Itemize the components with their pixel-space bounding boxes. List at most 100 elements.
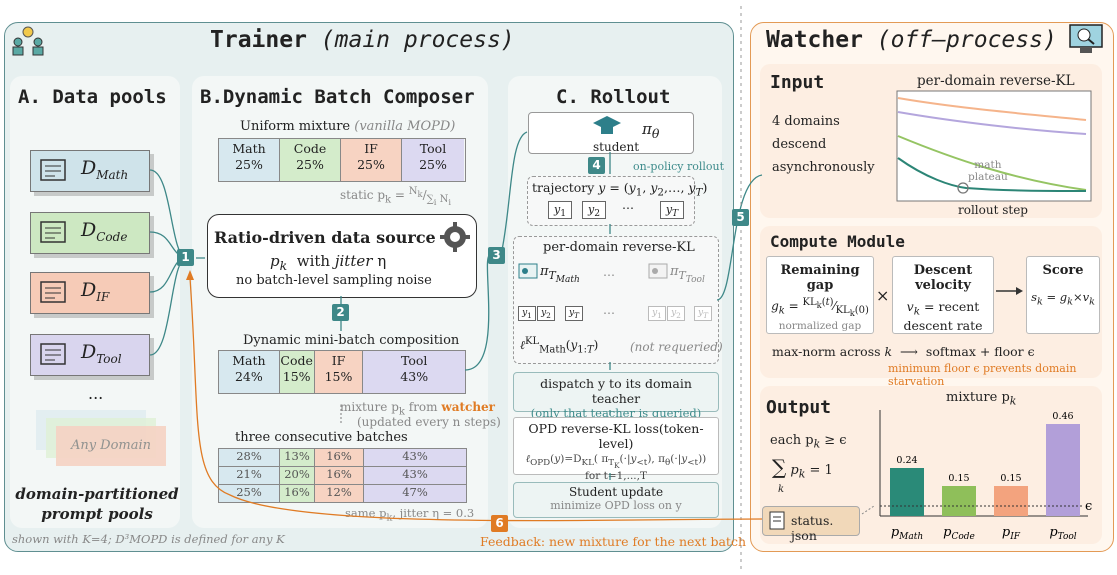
mix-bar-2 xyxy=(994,486,1028,516)
step-5-badge: 5 xyxy=(732,209,749,226)
step-3-badge: 3 xyxy=(488,247,505,264)
kl-series-line xyxy=(897,97,1087,121)
gap-formula: gk = KLk(t)⁄KLk(0) xyxy=(771,297,869,319)
kl-token-T: yT xyxy=(565,306,583,321)
pool-code: DCode xyxy=(30,212,150,254)
batch-cell: 13% xyxy=(280,449,315,466)
batch-row: 25%16%12%47% xyxy=(218,484,467,503)
batch-cell: 16% xyxy=(315,467,364,484)
score-formula: sk = gk×vk xyxy=(1031,290,1095,308)
token-y2: y2 xyxy=(582,201,606,219)
pool-math: DMath xyxy=(30,150,150,192)
not-requeried-label: (not requeried) xyxy=(630,340,723,354)
status-json-label: status. json xyxy=(791,513,834,543)
mix-category-label: pMath xyxy=(891,525,923,540)
pool-icon xyxy=(40,159,66,181)
mix-bar-1 xyxy=(942,486,976,516)
gap-title: Remaining gap xyxy=(780,263,860,293)
step-6-badge: 6 xyxy=(491,515,508,532)
batch-row: 21%20%16%43% xyxy=(218,466,467,485)
batch-cell: 43% xyxy=(364,449,466,466)
batch-cell: 20% xyxy=(280,467,315,484)
kl-math-formula: ℓKLMath(y1:T) xyxy=(520,336,599,356)
pool-icon xyxy=(40,281,66,303)
mix-category-label: pTool xyxy=(1049,525,1076,540)
plateau-marker xyxy=(957,182,969,194)
student-label: student xyxy=(593,140,640,154)
pool-label: DTool xyxy=(81,341,122,366)
token-ellipsis: ⋯ xyxy=(622,201,634,215)
kl-series-line xyxy=(897,111,1087,135)
pool-label: DIF xyxy=(81,279,110,304)
batch-cell: 21% xyxy=(219,467,280,484)
batch-cell: 25% xyxy=(219,485,280,502)
pools-ellipsis: ... xyxy=(88,384,104,403)
kl-series-line xyxy=(897,135,1087,191)
score-title: Score xyxy=(1042,263,1084,278)
update-sub: minimize OPD loss on y xyxy=(550,499,682,512)
batch-row: 28%13%16%43% xyxy=(218,448,467,467)
kl-chart-title: per-domain reverse-KL xyxy=(917,73,1075,89)
opd-formula: ℓOPD(y)=DKL( πTK(·|y<t), πθ(·|y<t)) xyxy=(525,453,707,470)
watcher-title: Watcher (off–process) xyxy=(766,27,1057,53)
batch-cell: 12% xyxy=(315,485,364,502)
status-json-file[interactable]: status. json xyxy=(762,506,860,543)
dispatch-line-1: dispatch y to its domain teacher xyxy=(540,376,692,406)
floor-epsilon-label: ϵ xyxy=(1085,499,1092,514)
kl-series-line xyxy=(897,157,1087,192)
score-box: Score sk = gk×vk xyxy=(1026,256,1100,334)
input-title: Input xyxy=(770,72,825,93)
kl-token-1: y1 xyxy=(518,306,536,321)
opd-for: for t=1,...,T xyxy=(585,469,647,482)
footer-note: shown with K=4; D³MOPD is defined for an… xyxy=(12,532,285,546)
mix-bar-0 xyxy=(890,468,924,516)
dynamic-title: Dynamic mini-batch composition xyxy=(243,333,460,348)
each-pk: each pk ≥ ϵ xyxy=(770,433,847,451)
dispatch-box: dispatch y to its domain teacher (only t… xyxy=(513,372,719,420)
maxnorm-line: max-norm across k ⟶ softmax + floor ϵ xyxy=(772,344,1035,359)
opd-loss-box: OPD reverse-KL loss(token-level) ℓOPD(y)… xyxy=(513,417,719,482)
opd-title: OPD reverse-KL loss(token-level) xyxy=(528,421,704,451)
token-yT: yT xyxy=(660,201,684,219)
pool-icon xyxy=(40,221,66,243)
team-icon xyxy=(12,26,44,56)
monitor-icon xyxy=(1069,24,1103,53)
document-icon xyxy=(769,511,785,530)
rollout-title: C. Rollout xyxy=(556,86,671,108)
mix-bar-label: 0.24 xyxy=(896,455,917,466)
per-domain-title: per-domain reverse-KL xyxy=(543,240,695,255)
vel-title: Descent velocity xyxy=(913,263,973,293)
batch-cell: 28% xyxy=(219,449,280,466)
pi-t-math: πTMath xyxy=(540,264,580,285)
batch-cell: 47% xyxy=(364,485,466,502)
data-pools-title: A. Data pools xyxy=(18,86,167,108)
pool-label: DMath xyxy=(81,157,129,182)
times-sign: × xyxy=(876,286,890,305)
pi-theta: πθ xyxy=(642,120,660,141)
any-domain-card: Any Domain xyxy=(56,426,166,466)
kl-line-chart xyxy=(896,90,1092,202)
mid-ellipsis-2: ⋯ xyxy=(603,306,615,320)
mix-bar-label: 0.46 xyxy=(1052,411,1073,422)
tool-token-1: y1 xyxy=(648,306,666,321)
step-2-badge: 2 xyxy=(332,304,349,321)
uniform-title: Uniform mixture (vanilla MOPD) xyxy=(240,119,456,134)
mix-category-label: pCode xyxy=(943,525,975,540)
kl-chart-frame xyxy=(896,90,1092,202)
teacher-tool-icon xyxy=(648,263,668,279)
mix-bar-label: 0.15 xyxy=(1000,473,1021,484)
floor-note: minimum floor ϵ prevents domain starvati… xyxy=(888,362,1077,388)
mix-bar-3 xyxy=(1046,424,1080,516)
trainer-title: Trainer (main process) xyxy=(210,27,515,53)
ratio-title: Ratio-driven data source xyxy=(214,228,436,247)
arrow-to-score xyxy=(996,287,1023,295)
output-title: Output xyxy=(766,397,832,418)
